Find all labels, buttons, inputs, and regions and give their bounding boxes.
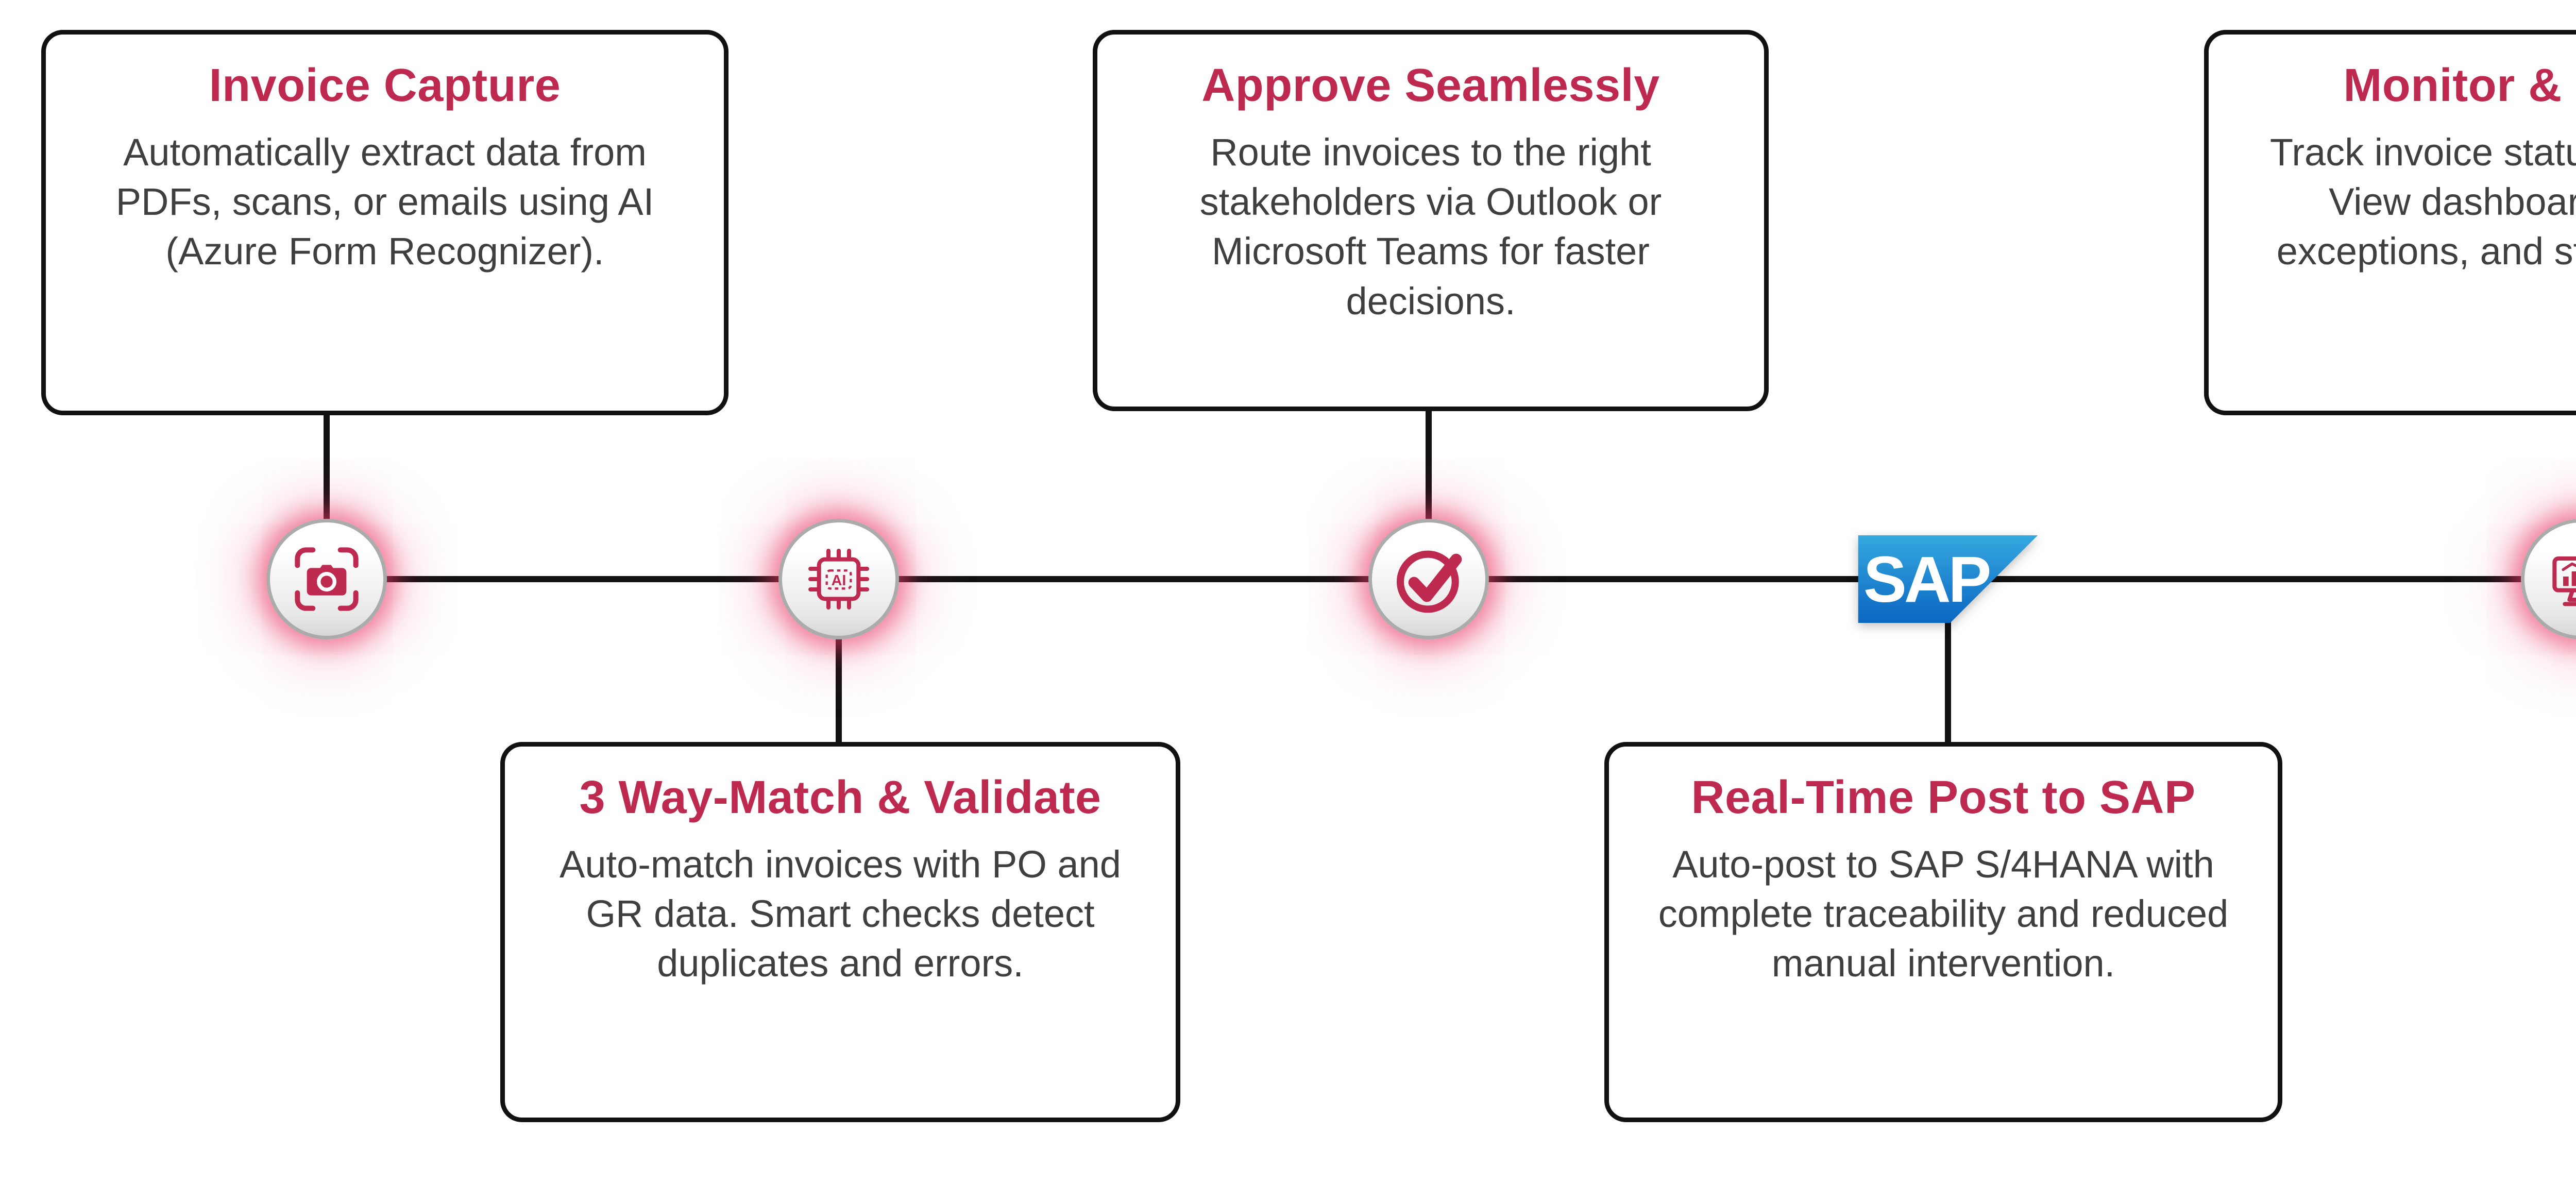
ai-chip-label: AI — [832, 572, 846, 589]
node-monitor-control — [2521, 519, 2576, 639]
step-description: Track invoice status in real-time. View … — [2269, 131, 2576, 273]
step-title: Invoice Capture — [209, 60, 561, 111]
step-card-monitor-control: Monitor & Control Track invoice status i… — [2204, 30, 2576, 415]
ai-chip-icon: AI — [808, 549, 869, 610]
step-title: Real-Time Post to SAP — [1691, 772, 2196, 823]
step-card-real-time-post-sap: Real-Time Post to SAP Auto-post to SAP S… — [1604, 742, 2282, 1122]
check-circle-icon — [1397, 550, 1462, 613]
step-card-three-way-match: 3 Way-Match & Validate Auto-match invoic… — [500, 742, 1180, 1122]
camera-scan-icon — [295, 547, 359, 611]
node-approve-seamlessly — [1368, 519, 1489, 639]
step-title: Monitor & Control — [2343, 60, 2576, 111]
step-card-approve-seamlessly: Approve Seamlessly Route invoices to the… — [1093, 30, 1769, 411]
step-description: Route invoices to the right stakeholders… — [1199, 131, 1662, 323]
sap-logo-text: SAP — [1863, 543, 1990, 616]
step-title: Approve Seamlessly — [1201, 60, 1660, 111]
step-card-invoice-capture: Invoice Capture Automatically extract da… — [41, 30, 728, 415]
step-description: Automatically extract data from PDFs, sc… — [115, 131, 654, 273]
step-title: 3 Way-Match & Validate — [579, 772, 1101, 823]
step-description: Auto-match invoices with PO and GR data.… — [560, 843, 1121, 985]
sap-logo: SAP — [1858, 535, 2038, 623]
monitor-analytics-icon — [2552, 556, 2576, 606]
node-three-way-match: AI — [778, 519, 899, 639]
step-description: Auto-post to SAP S/4HANA with complete t… — [1658, 843, 2229, 985]
node-invoice-capture — [266, 519, 387, 639]
